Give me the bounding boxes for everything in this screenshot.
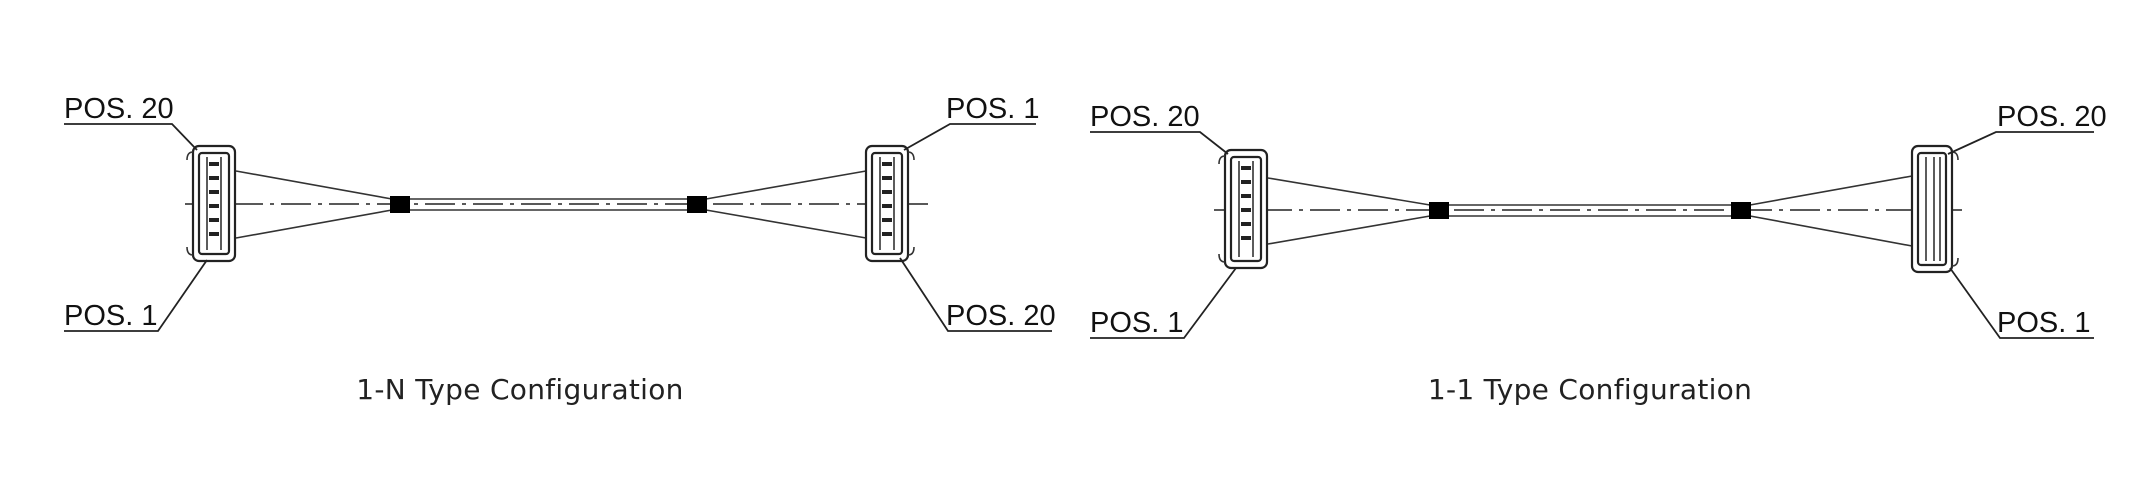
connector-right — [864, 144, 915, 263]
diagram-1n: POS. 20 POS. 1 POS. 1 POS. 20 1-N Type C… — [64, 93, 1056, 406]
caption-11: 1-1 Type Configuration — [1428, 373, 1752, 406]
connector-right — [1910, 144, 1959, 274]
leader-left-top — [64, 123, 198, 151]
diagram-11: POS. 20 POS. 1 POS. 20 POS. 1 1-1 Type C… — [1090, 101, 2107, 406]
taper-right-top — [1749, 175, 1913, 206]
label-right-bottom: POS. 20 — [946, 300, 1056, 332]
caption-1n: 1-N Type Configuration — [356, 373, 683, 406]
label-left-top: POS. 20 — [64, 93, 174, 125]
taper-left-bottom — [235, 209, 393, 239]
leader-right-bottom — [899, 257, 1052, 332]
ferrule-right — [687, 196, 707, 213]
taper-right-bottom — [1749, 215, 1913, 247]
taper-right-top — [705, 170, 867, 200]
leader-left-bottom — [64, 259, 208, 332]
taper-left-top — [235, 170, 393, 200]
label-right-bottom: POS. 1 — [1997, 307, 2091, 339]
label-left-bottom: POS. 1 — [64, 300, 158, 332]
leader-right-top — [903, 123, 1036, 151]
ferrule-left — [390, 196, 410, 213]
leader-right-bottom — [1949, 267, 2094, 339]
leader-left-top — [1090, 131, 1229, 155]
leader-right-top — [1947, 131, 2094, 155]
label-right-top: POS. 20 — [1997, 101, 2107, 133]
ferrule-right — [1731, 202, 1751, 219]
label-right-top: POS. 1 — [946, 93, 1040, 125]
leader-left-bottom — [1090, 267, 1237, 339]
taper-right-bottom — [705, 209, 867, 239]
connector-left — [1218, 148, 1269, 270]
label-left-bottom: POS. 1 — [1090, 307, 1184, 339]
taper-left-bottom — [1267, 215, 1431, 245]
taper-left-top — [1267, 177, 1431, 206]
connector-left — [186, 144, 237, 263]
label-left-top: POS. 20 — [1090, 101, 1200, 133]
ferrule-left — [1429, 202, 1449, 219]
